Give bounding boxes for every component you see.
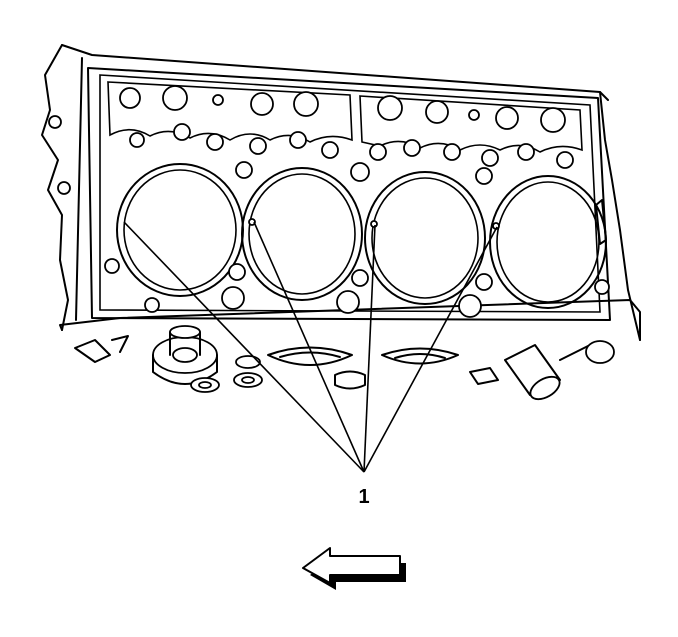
cylinder-bore-1 (116, 163, 244, 297)
dowel-left (152, 325, 218, 385)
leader-line-2 (253, 221, 365, 473)
head-gasket (87, 67, 611, 321)
dowel-right (504, 340, 615, 401)
engine-block (59, 299, 641, 401)
arrow-left-icon (302, 547, 406, 590)
cylinder-bore-2 (241, 167, 363, 301)
callout-number-1: 1 (358, 486, 369, 508)
leader-line-3 (363, 224, 376, 473)
cylinder-bore-4 (489, 175, 607, 309)
callout-leader-lines (123, 221, 498, 473)
leader-line-1 (123, 221, 365, 473)
cylinder-bore-3 (364, 171, 486, 305)
leader-line-4 (363, 226, 498, 473)
cylinder-head (41, 44, 641, 341)
